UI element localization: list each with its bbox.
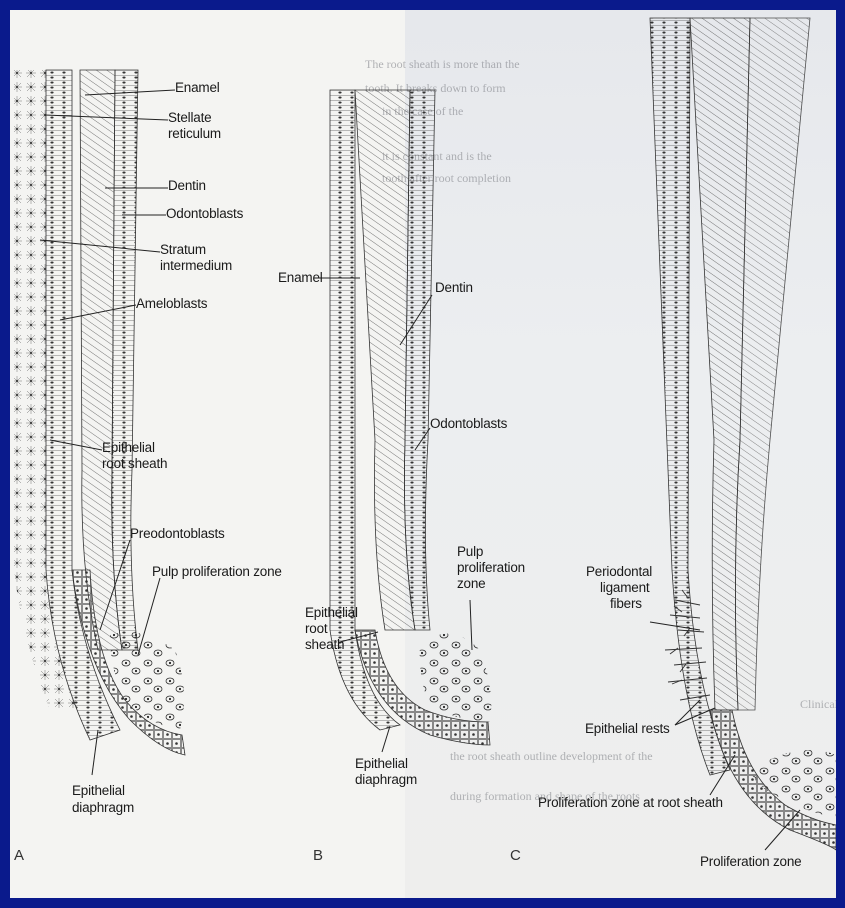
label-preodontoblasts: Preodontoblasts: [130, 526, 225, 541]
textbook-figure: The root sheath is more than the tooth. …: [10, 10, 836, 898]
label-epithelial-rests: Epithelial rests: [585, 721, 670, 736]
label-epithelial-root-sheath: Epithelial: [102, 440, 155, 455]
label-epithelial-root-sheath-b-3: sheath: [305, 637, 344, 652]
label-epithelial-diaphragm-b: Epithelial: [355, 756, 408, 771]
label-epithelial-diaphragm: Epithelial: [72, 783, 125, 798]
label-dentin: Dentin: [168, 178, 206, 193]
root-formation-diagram: The root sheath is more than the tooth. …: [10, 10, 836, 898]
label-stratum-intermedium-2: intermedium: [160, 258, 232, 273]
panel-letter-c: C: [510, 847, 521, 864]
label-periodontal-ligament-fibers-2: ligament: [600, 580, 650, 595]
label-epithelial-root-sheath-2: root sheath: [102, 456, 167, 471]
bg-line: Clinical: [800, 697, 836, 711]
label-odontoblasts: Odontoblasts: [166, 206, 244, 221]
label-pulp-b-2: proliferation: [457, 560, 525, 575]
label-pulp-b-3: zone: [457, 576, 485, 591]
label-enamel-b: Enamel: [278, 270, 323, 285]
label-proliferation-zone: Proliferation zone: [700, 854, 801, 869]
label-proliferation-zone-root-sheath: Proliferation zone at root sheath: [538, 795, 723, 810]
label-stratum-intermedium: Stratum: [160, 242, 206, 257]
panel-a-drawing: [14, 70, 185, 755]
panel-c-drawing: [650, 18, 836, 850]
bg-line: the root sheath outline development of t…: [450, 749, 653, 763]
label-epithelial-root-sheath-b-2: root: [305, 621, 328, 636]
label-dentin-b: Dentin: [435, 280, 473, 295]
label-periodontal-ligament-fibers: Periodontal: [586, 564, 652, 579]
label-pulp-b: Pulp: [457, 544, 483, 559]
label-periodontal-ligament-fibers-3: fibers: [610, 596, 642, 611]
label-epithelial-diaphragm-b-2: diaphragm: [355, 772, 417, 787]
panel-letter-a: A: [14, 847, 24, 864]
label-enamel: Enamel: [175, 80, 220, 95]
label-ameloblasts: Ameloblasts: [136, 296, 208, 311]
label-stellate-reticulum-2: reticulum: [168, 126, 221, 141]
bg-line: The root sheath is more than the: [365, 57, 520, 71]
label-pulp-proliferation-zone: Pulp proliferation zone: [152, 564, 282, 579]
label-odontoblasts-b: Odontoblasts: [430, 416, 508, 431]
label-epithelial-diaphragm-2: diaphragm: [72, 800, 134, 815]
label-stellate-reticulum: Stellate: [168, 110, 211, 125]
label-epithelial-root-sheath-b: Epithelial: [305, 605, 358, 620]
panel-letter-b: B: [313, 847, 323, 864]
